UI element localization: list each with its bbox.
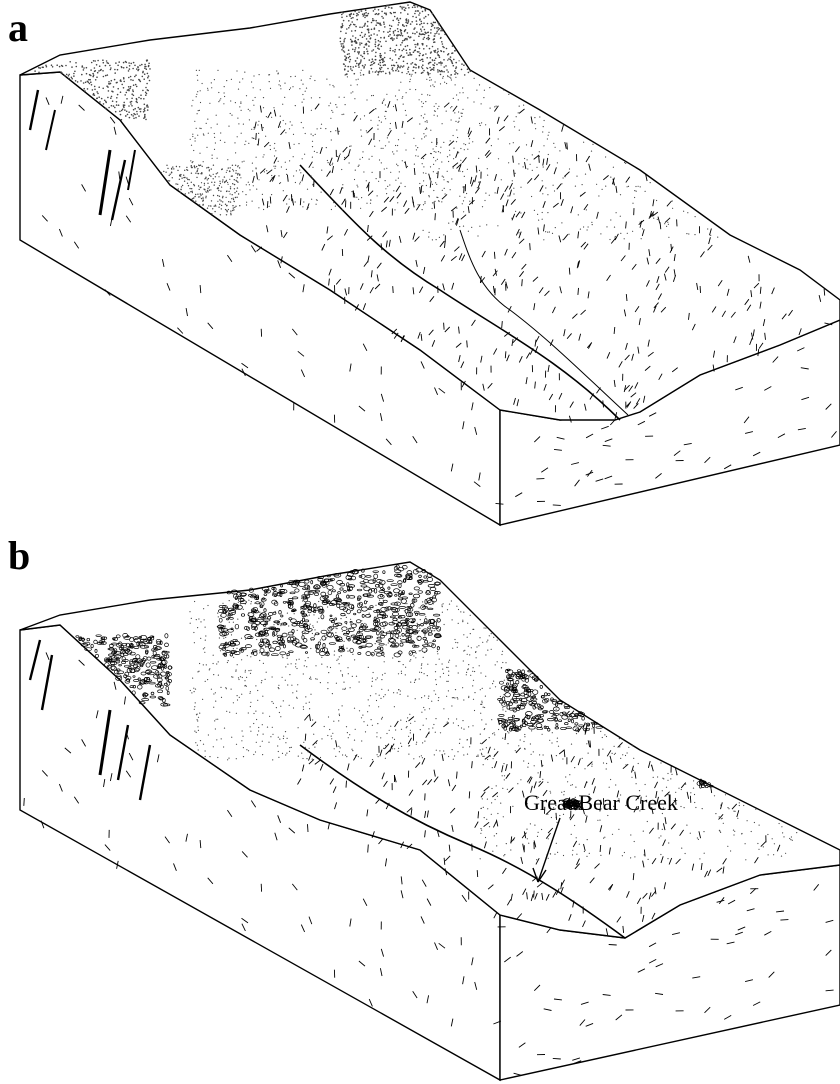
- block-diagram-a: [0, 0, 840, 530]
- great-bear-creek-label: Great Bear Creek: [524, 790, 678, 815]
- block-diagram-b: Great Bear Creek: [0, 560, 840, 1084]
- block-diagram-b-svg: Great Bear Creek: [0, 560, 840, 1084]
- block-diagram-a-svg: [0, 0, 840, 530]
